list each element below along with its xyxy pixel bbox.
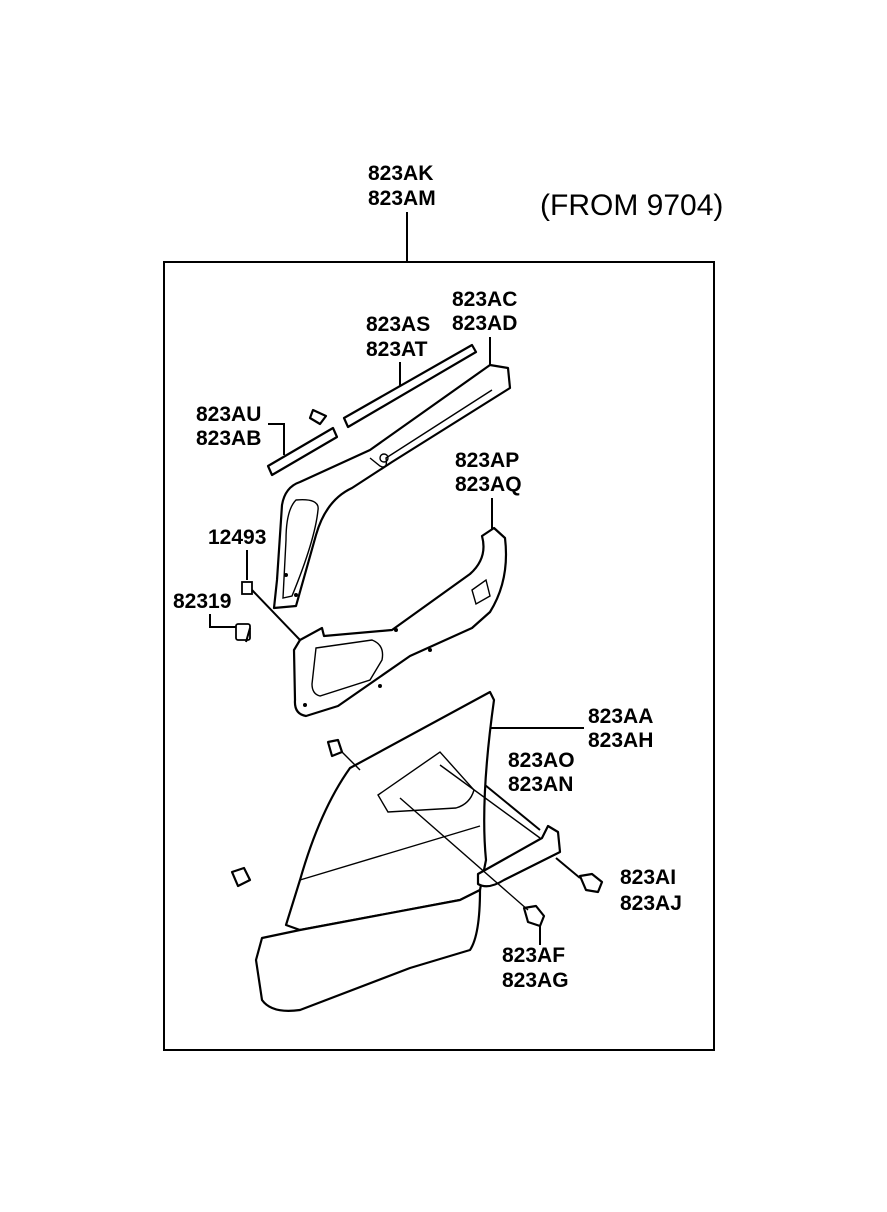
clip-12493-part [241, 581, 301, 641]
screw-top-part [308, 408, 328, 426]
leader-small-strip [268, 423, 285, 455]
label-823AU: 823AU [196, 403, 261, 426]
label-823AF: 823AF [502, 944, 565, 967]
label-823AG: 823AG [502, 969, 569, 992]
label-823AC: 823AC [452, 288, 517, 311]
upper-trim-part [272, 363, 512, 610]
screw-bottom-part [399, 797, 546, 928]
label-823AJ: 823AJ [620, 892, 682, 915]
label-823AK: 823AK [368, 162, 433, 185]
label-823AP: 823AP [455, 449, 519, 472]
armrest-frame-part [292, 526, 508, 718]
label-823AS: 823AS [366, 313, 430, 336]
label-12493: 12493 [208, 526, 266, 549]
small-strip-part [266, 426, 339, 477]
label-823AB: 823AB [196, 427, 261, 450]
label-823AI: 823AI [620, 866, 676, 889]
assembly-frame [163, 261, 715, 1051]
label-823AN: 823AN [508, 773, 573, 796]
leader-82319 [209, 614, 236, 628]
label-823AO: 823AO [508, 749, 575, 772]
label-823AM: 823AM [368, 187, 436, 210]
clip-lower-left-part [230, 866, 252, 888]
label-82319: 82319 [173, 590, 231, 613]
label-823AA: 823AA [588, 705, 653, 728]
label-823AT: 823AT [366, 338, 428, 361]
clip-82319-part [235, 623, 251, 643]
screw-right-part [555, 857, 604, 894]
pull-handle-part [439, 764, 562, 888]
label-823AH: 823AH [588, 729, 653, 752]
weatherstrip-part [342, 343, 478, 429]
from-date-note: (FROM 9704) [540, 189, 723, 222]
label-823AQ: 823AQ [455, 473, 522, 496]
screw-lower-panel-part [326, 738, 361, 771]
lower-panel-part [254, 690, 496, 1012]
label-823AD: 823AD [452, 312, 517, 335]
leader-pull-handle [484, 784, 541, 831]
